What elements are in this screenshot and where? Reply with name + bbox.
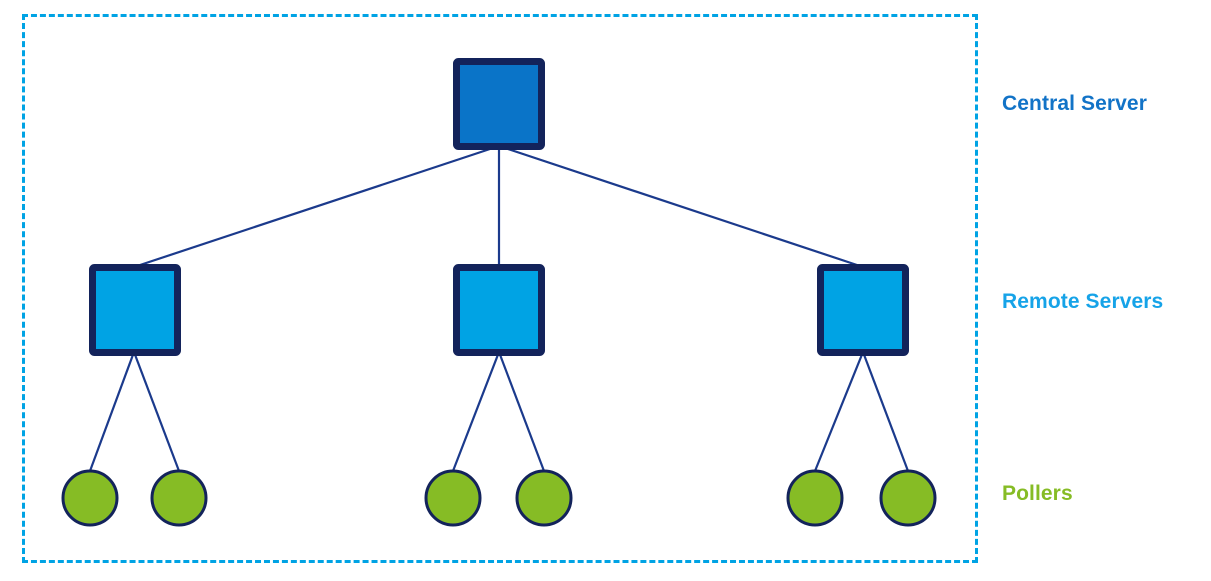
poller-circle-3[interactable] [424, 469, 482, 527]
connector-remote1-to-poller1 [88, 351, 136, 472]
connector-remote3-to-poller6 [861, 351, 910, 472]
connector-remote3-to-poller5 [813, 351, 865, 472]
node-central-server[interactable] [453, 58, 545, 150]
connector-remote2-to-poller3 [451, 351, 501, 472]
tier-label-remote-servers: Remote Servers [1002, 290, 1164, 313]
central-server-box[interactable] [453, 58, 545, 150]
poller-circle-2[interactable] [150, 469, 208, 527]
tier-label-pollers: Pollers [1002, 482, 1073, 505]
connector-group-remote-to-pollers [88, 351, 910, 472]
poller-circle-4[interactable] [515, 469, 573, 527]
remote-server-box-3[interactable] [817, 264, 909, 356]
connector-remote2-to-poller4 [497, 351, 546, 472]
diagram-boundary [22, 14, 978, 563]
poller-circle-5[interactable] [786, 469, 844, 527]
connector-central-to-remote-1 [133, 144, 500, 269]
connector-group-central-to-remote [133, 144, 864, 269]
node-group-pollers [61, 469, 937, 527]
remote-server-box-1[interactable] [89, 264, 181, 356]
tier-label-central-server: Central Server [1002, 92, 1147, 115]
node-group-remote-servers [89, 264, 909, 356]
connector-remote1-to-poller2 [132, 351, 181, 472]
poller-circle-6[interactable] [879, 469, 937, 527]
poller-circle-1[interactable] [61, 469, 119, 527]
connector-central-to-remote-3 [498, 144, 864, 269]
remote-server-box-2[interactable] [453, 264, 545, 356]
